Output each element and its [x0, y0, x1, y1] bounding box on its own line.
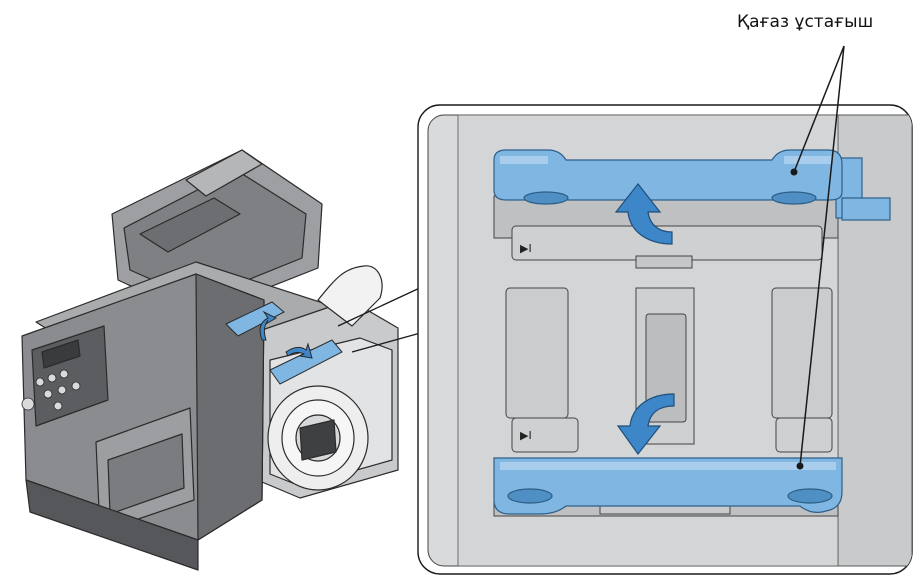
- printer-holder-top: [225, 301, 285, 337]
- printer-paper-holders: [225, 301, 343, 385]
- panel-button: [53, 401, 63, 411]
- panel-button: [35, 377, 45, 387]
- printer-illustration: [21, 149, 399, 571]
- detail-panel: ▶I ▶I: [417, 104, 913, 575]
- panel-button: [59, 369, 69, 379]
- marker-top: ▶I: [520, 242, 532, 255]
- paper-strip: [317, 265, 383, 327]
- panel-button: [21, 397, 35, 411]
- paper-holder-label: Қағаз ұстағыш: [737, 12, 874, 32]
- callout-dot-bottom: [796, 462, 804, 470]
- panel-button: [57, 385, 67, 395]
- panel-button: [71, 381, 81, 391]
- curved-arrow-down-icon: [285, 342, 313, 359]
- callout-lines: [793, 45, 845, 467]
- panel-button: [47, 373, 57, 383]
- panel-button: [43, 389, 53, 399]
- curved-arrow-up-icon: [614, 183, 673, 245]
- paper-holder-bottom: [493, 457, 843, 515]
- zoom-connector: [337, 285, 425, 353]
- curved-arrow-down-icon: [616, 393, 675, 456]
- curved-arrow-up-icon: [259, 310, 278, 341]
- panel-buttons: [21, 369, 81, 411]
- printer-holder-bottom: [269, 339, 343, 385]
- marker-bottom: ▶I: [520, 429, 532, 442]
- callout-dot-top: [790, 168, 798, 176]
- paper-holder-top: [493, 149, 891, 221]
